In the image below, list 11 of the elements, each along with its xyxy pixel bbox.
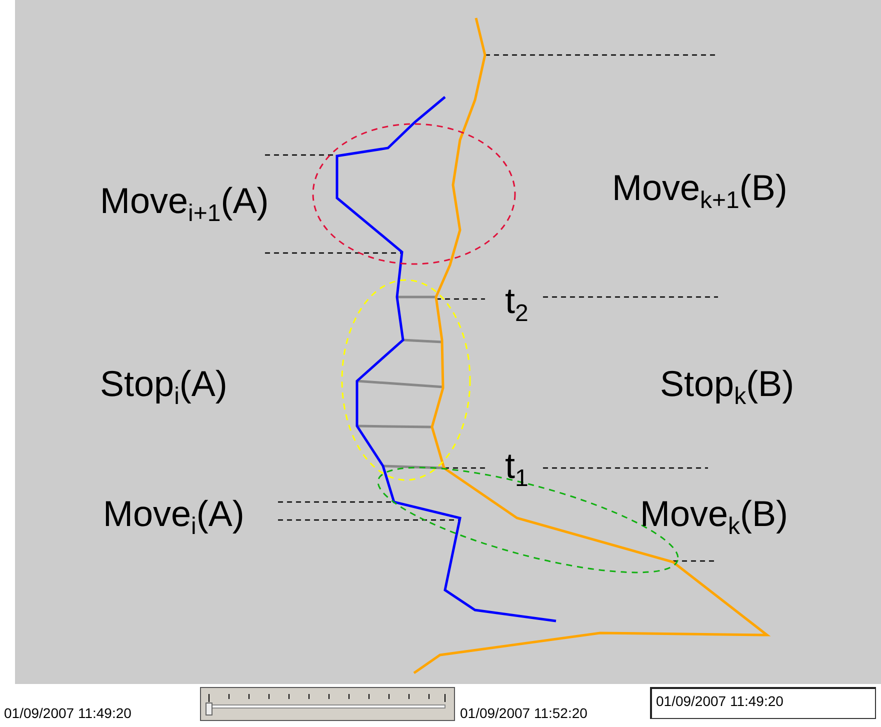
time-field: 01/09/2007 11:49:20 — [650, 687, 876, 719]
segment-label: Stop$_{k}$(B) — [660, 366, 794, 409]
time-label: t$_{1}$ — [505, 448, 528, 491]
time-label: t$_{2}$ — [505, 283, 528, 326]
segment-label: Move$_{i+1}$(A) — [100, 183, 269, 226]
segment-label: Move$_{k+1}$(B) — [612, 170, 788, 213]
segment-label: Move$_{k}$(B) — [640, 496, 788, 539]
segment-label: Stop$_{i}$(A) — [100, 366, 228, 409]
timestamp-text: 01/09/2007 11:49:20 — [4, 706, 132, 720]
timestamp-text: 01/09/2007 11:52:20 — [460, 706, 588, 720]
segment-label: Move$_{i}$(A) — [103, 496, 244, 539]
